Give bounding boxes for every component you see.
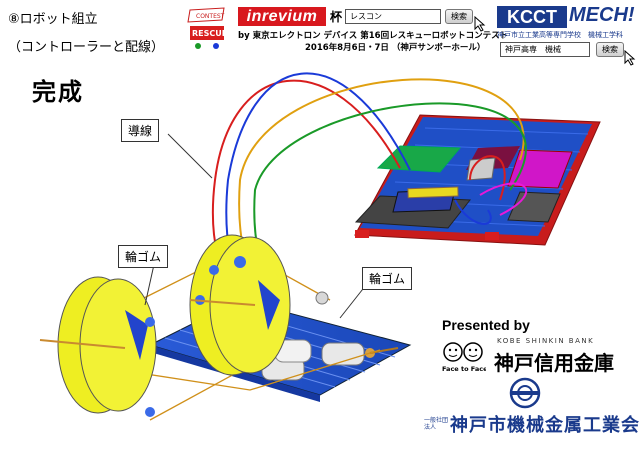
mech-logo: MECH! bbox=[569, 4, 635, 26]
left-wheel bbox=[39, 276, 157, 417]
bank-name-en: KOBE SHINKIN BANK bbox=[497, 337, 595, 345]
right-wheel bbox=[189, 234, 329, 376]
done-label: 完成 bbox=[32, 78, 84, 106]
event-date-line: 2016年8月6日・7日 （神戸サンボーホール） bbox=[305, 43, 486, 53]
cursor-icon bbox=[474, 16, 486, 32]
search-button-rescon[interactable]: 検索 bbox=[445, 9, 473, 24]
kcct-logo: KCCT bbox=[497, 6, 567, 28]
face-to-face-logo: Face to Face bbox=[442, 342, 486, 373]
contest-logo: CONTEST RESCUE bbox=[187, 7, 227, 49]
controller-board bbox=[354, 114, 601, 246]
callout-wire: 導線 bbox=[121, 119, 160, 142]
callout-rubber-band-left: 輪ゴム bbox=[118, 245, 169, 268]
search-button-kobe-kosen[interactable]: 検索 bbox=[596, 42, 624, 57]
step-subtitle: （コントローラーと配線） bbox=[8, 40, 165, 55]
brand-logo: inrevium bbox=[238, 7, 326, 26]
bank-name-jp: 神戸信用金庫 bbox=[494, 351, 614, 375]
sponsor-line: by 東京エレクトロン デバイス 第16回レスキューロボットコンテスト bbox=[238, 31, 509, 41]
association-logo bbox=[509, 377, 541, 409]
face-to-face-text: Face to Face bbox=[442, 365, 486, 373]
contest-logo-text: CONTEST bbox=[196, 13, 225, 20]
school-name: 神戸市立工業高等専門学校 機械工学科 bbox=[497, 31, 623, 39]
association-prefix: 一般社団法人 bbox=[424, 417, 449, 431]
callout-rubber-band-right: 輪ゴム bbox=[362, 267, 413, 290]
search-input-kobe-kosen[interactable]: 神戸高専 機械 bbox=[500, 42, 590, 57]
search-input-rescon[interactable]: レスコン bbox=[345, 9, 441, 24]
rescue-logo-text: RESCUE bbox=[192, 29, 227, 38]
presented-by: Presented by bbox=[442, 317, 530, 333]
step-title: ⑧ロボット組立 bbox=[8, 12, 98, 27]
brand-suffix: 杯 bbox=[330, 10, 343, 24]
cursor-icon bbox=[624, 50, 636, 66]
association-name: 神戸市機械金属工業会 bbox=[450, 415, 640, 436]
